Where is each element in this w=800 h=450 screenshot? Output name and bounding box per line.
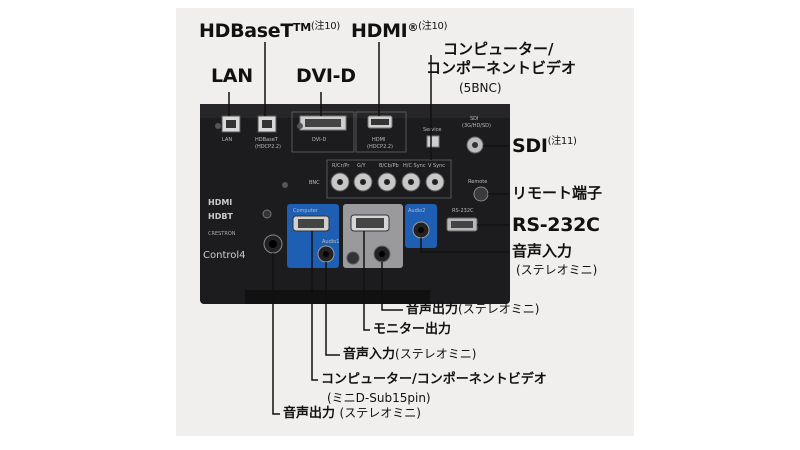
label-remote: リモート端子: [512, 184, 603, 202]
leader-audio-out-upper: [381, 262, 403, 311]
lan-port-label: LAN: [222, 137, 232, 143]
bnc-port-label: H/C Sync: [403, 163, 426, 169]
logo-hdbt: HDBT: [208, 212, 233, 221]
panel-foot: [245, 290, 430, 304]
leader-computer: [311, 231, 318, 381]
label-computer-component-bottom: コンピューター/コンポーネントビデオ: [321, 372, 547, 387]
leader-audio-out-lower: [272, 253, 280, 415]
sdi-port-sublabel: (3G/HD/SD): [462, 123, 491, 129]
logo-hdmi: HDMI: [208, 198, 232, 207]
leader-monitor: [363, 231, 370, 331]
audio1-port-label: Audio1: [322, 239, 339, 245]
label-bnc-note: (5BNC): [459, 81, 502, 95]
audio2-port-label: Audio2: [408, 208, 425, 214]
dvid-frame: [291, 111, 355, 153]
label-audio-in-right-sub: (ステレオミニ): [516, 263, 598, 277]
bnc-row-label: BNC: [309, 180, 320, 186]
label-rs232c: RS-232C: [512, 214, 600, 236]
computer-port-label: Computer: [293, 208, 319, 214]
label-monitor-out: モニター出力: [373, 322, 452, 337]
logo-crestron: CRESTRON: [208, 231, 236, 237]
panel-top-strip: [200, 104, 510, 118]
hdbaset-port-sublabel: (HDCP2.2): [255, 144, 281, 150]
remote-port-label: Remote: [468, 179, 487, 185]
hdmi-port-label: HDMI: [372, 137, 385, 143]
label-audio-out-upper: 音声出力(ステレオミニ): [406, 302, 540, 317]
label-audio-in-right: 音声入力: [512, 242, 573, 260]
leader-audio-in-lower: [325, 262, 340, 356]
hdmi-port-sublabel: (HDCP2.2): [367, 144, 393, 150]
bnc-port-label: R/Cr/Pr: [332, 163, 350, 169]
label-hdmi: HDMI®(注10): [351, 20, 448, 42]
leader-audio-in-right: [420, 238, 509, 253]
label-computer-component-line2: コンポーネントビデオ: [426, 59, 577, 77]
label-sdi: SDI(注11): [512, 135, 577, 157]
screw-hole: [215, 123, 221, 129]
bnc-port-label: G/Y: [357, 163, 367, 169]
bnc-port-label: B/Cb/Pb: [379, 163, 399, 169]
label-lan: LAN: [211, 65, 253, 87]
label-audio-out-lower: 音声出力 (ステレオミニ): [283, 406, 421, 421]
label-hdbaset: HDBaseTTM(注10): [199, 20, 340, 42]
label-dvid: DVI-D: [296, 65, 356, 87]
screw-hole: [297, 123, 303, 129]
label-audio-in-lower: 音声入力(ステレオミニ): [343, 347, 477, 362]
bnc-port-label: V Sync: [428, 163, 445, 169]
bnc-ports: R/Cr/Pr G/Y B/Cb/Pb H/C Sync V Sync: [330, 163, 445, 192]
dvid-port-label: DVI-D: [312, 137, 326, 143]
screw-hole: [262, 209, 272, 219]
leader-lines: [228, 42, 509, 415]
logo-control4: Control4: [203, 250, 246, 261]
hdmi-frame: [355, 111, 407, 153]
sdi-port-label: SDI: [470, 116, 479, 122]
monitor-lock: [346, 251, 360, 265]
label-computer-component-line1: コンピューター/: [443, 40, 554, 58]
service-port: [426, 135, 440, 148]
remote-port: [473, 186, 489, 202]
hdbaset-port-label: HDBaseT: [255, 137, 279, 143]
label-mini-dsub: (ミニD-Sub15pin): [327, 391, 431, 405]
lock-hole: [282, 182, 288, 188]
rs232-port-label: RS-232C: [452, 208, 474, 214]
bnc-frame: [326, 159, 452, 199]
service-port-label: Service: [423, 127, 441, 133]
